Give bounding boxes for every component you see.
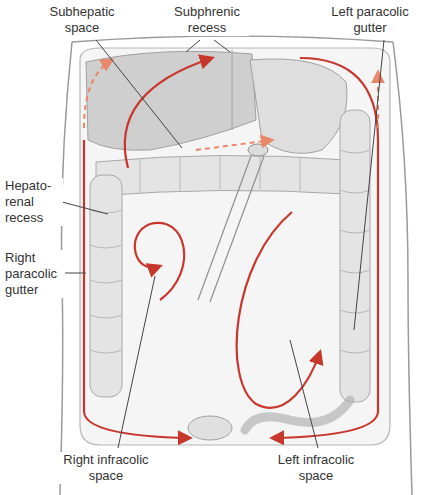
anatomy-label: Left paracolic gutter bbox=[318, 4, 422, 36]
stomach bbox=[250, 59, 347, 153]
label-slot: Hepato- renal recess bbox=[3, 178, 63, 226]
anatomy-label: Left infracolic space bbox=[260, 452, 372, 484]
label-slot: Left paracolic gutter bbox=[318, 4, 422, 36]
ligament bbox=[232, 50, 233, 130]
anatomy-label: Subphrenic recess bbox=[165, 4, 249, 36]
label-slot: Left infracolic space bbox=[260, 452, 372, 484]
sigmoid-colon bbox=[245, 400, 350, 430]
bladder bbox=[188, 416, 232, 440]
body-outline bbox=[393, 42, 412, 495]
liver bbox=[86, 51, 256, 150]
body-outline bbox=[72, 36, 393, 42]
haustra bbox=[90, 150, 370, 353]
mesentery-vessel bbox=[248, 144, 268, 156]
anatomy-label: Right paracolic gutter bbox=[3, 250, 65, 298]
label-slot: Subphrenic recess bbox=[165, 4, 249, 36]
peritoneal-cavity bbox=[80, 48, 390, 445]
label-slot: Right infracolic space bbox=[50, 452, 162, 484]
leader-lines bbox=[62, 40, 384, 448]
descending-colon bbox=[340, 110, 370, 402]
anatomy-label: Hepato- renal recess bbox=[3, 178, 63, 226]
mesentery-root bbox=[198, 156, 264, 302]
label-slot: Right paracolic gutter bbox=[3, 250, 65, 298]
dashed-flow-arrows bbox=[84, 60, 378, 150]
ascending-colon bbox=[90, 175, 122, 397]
flow-arrows bbox=[84, 58, 378, 438]
transverse-colon bbox=[96, 155, 346, 196]
anatomy-label: Right infracolic space bbox=[50, 452, 162, 484]
anatomy-label: Subhepatic space bbox=[40, 4, 124, 36]
label-slot: Subhepatic space bbox=[40, 4, 124, 36]
